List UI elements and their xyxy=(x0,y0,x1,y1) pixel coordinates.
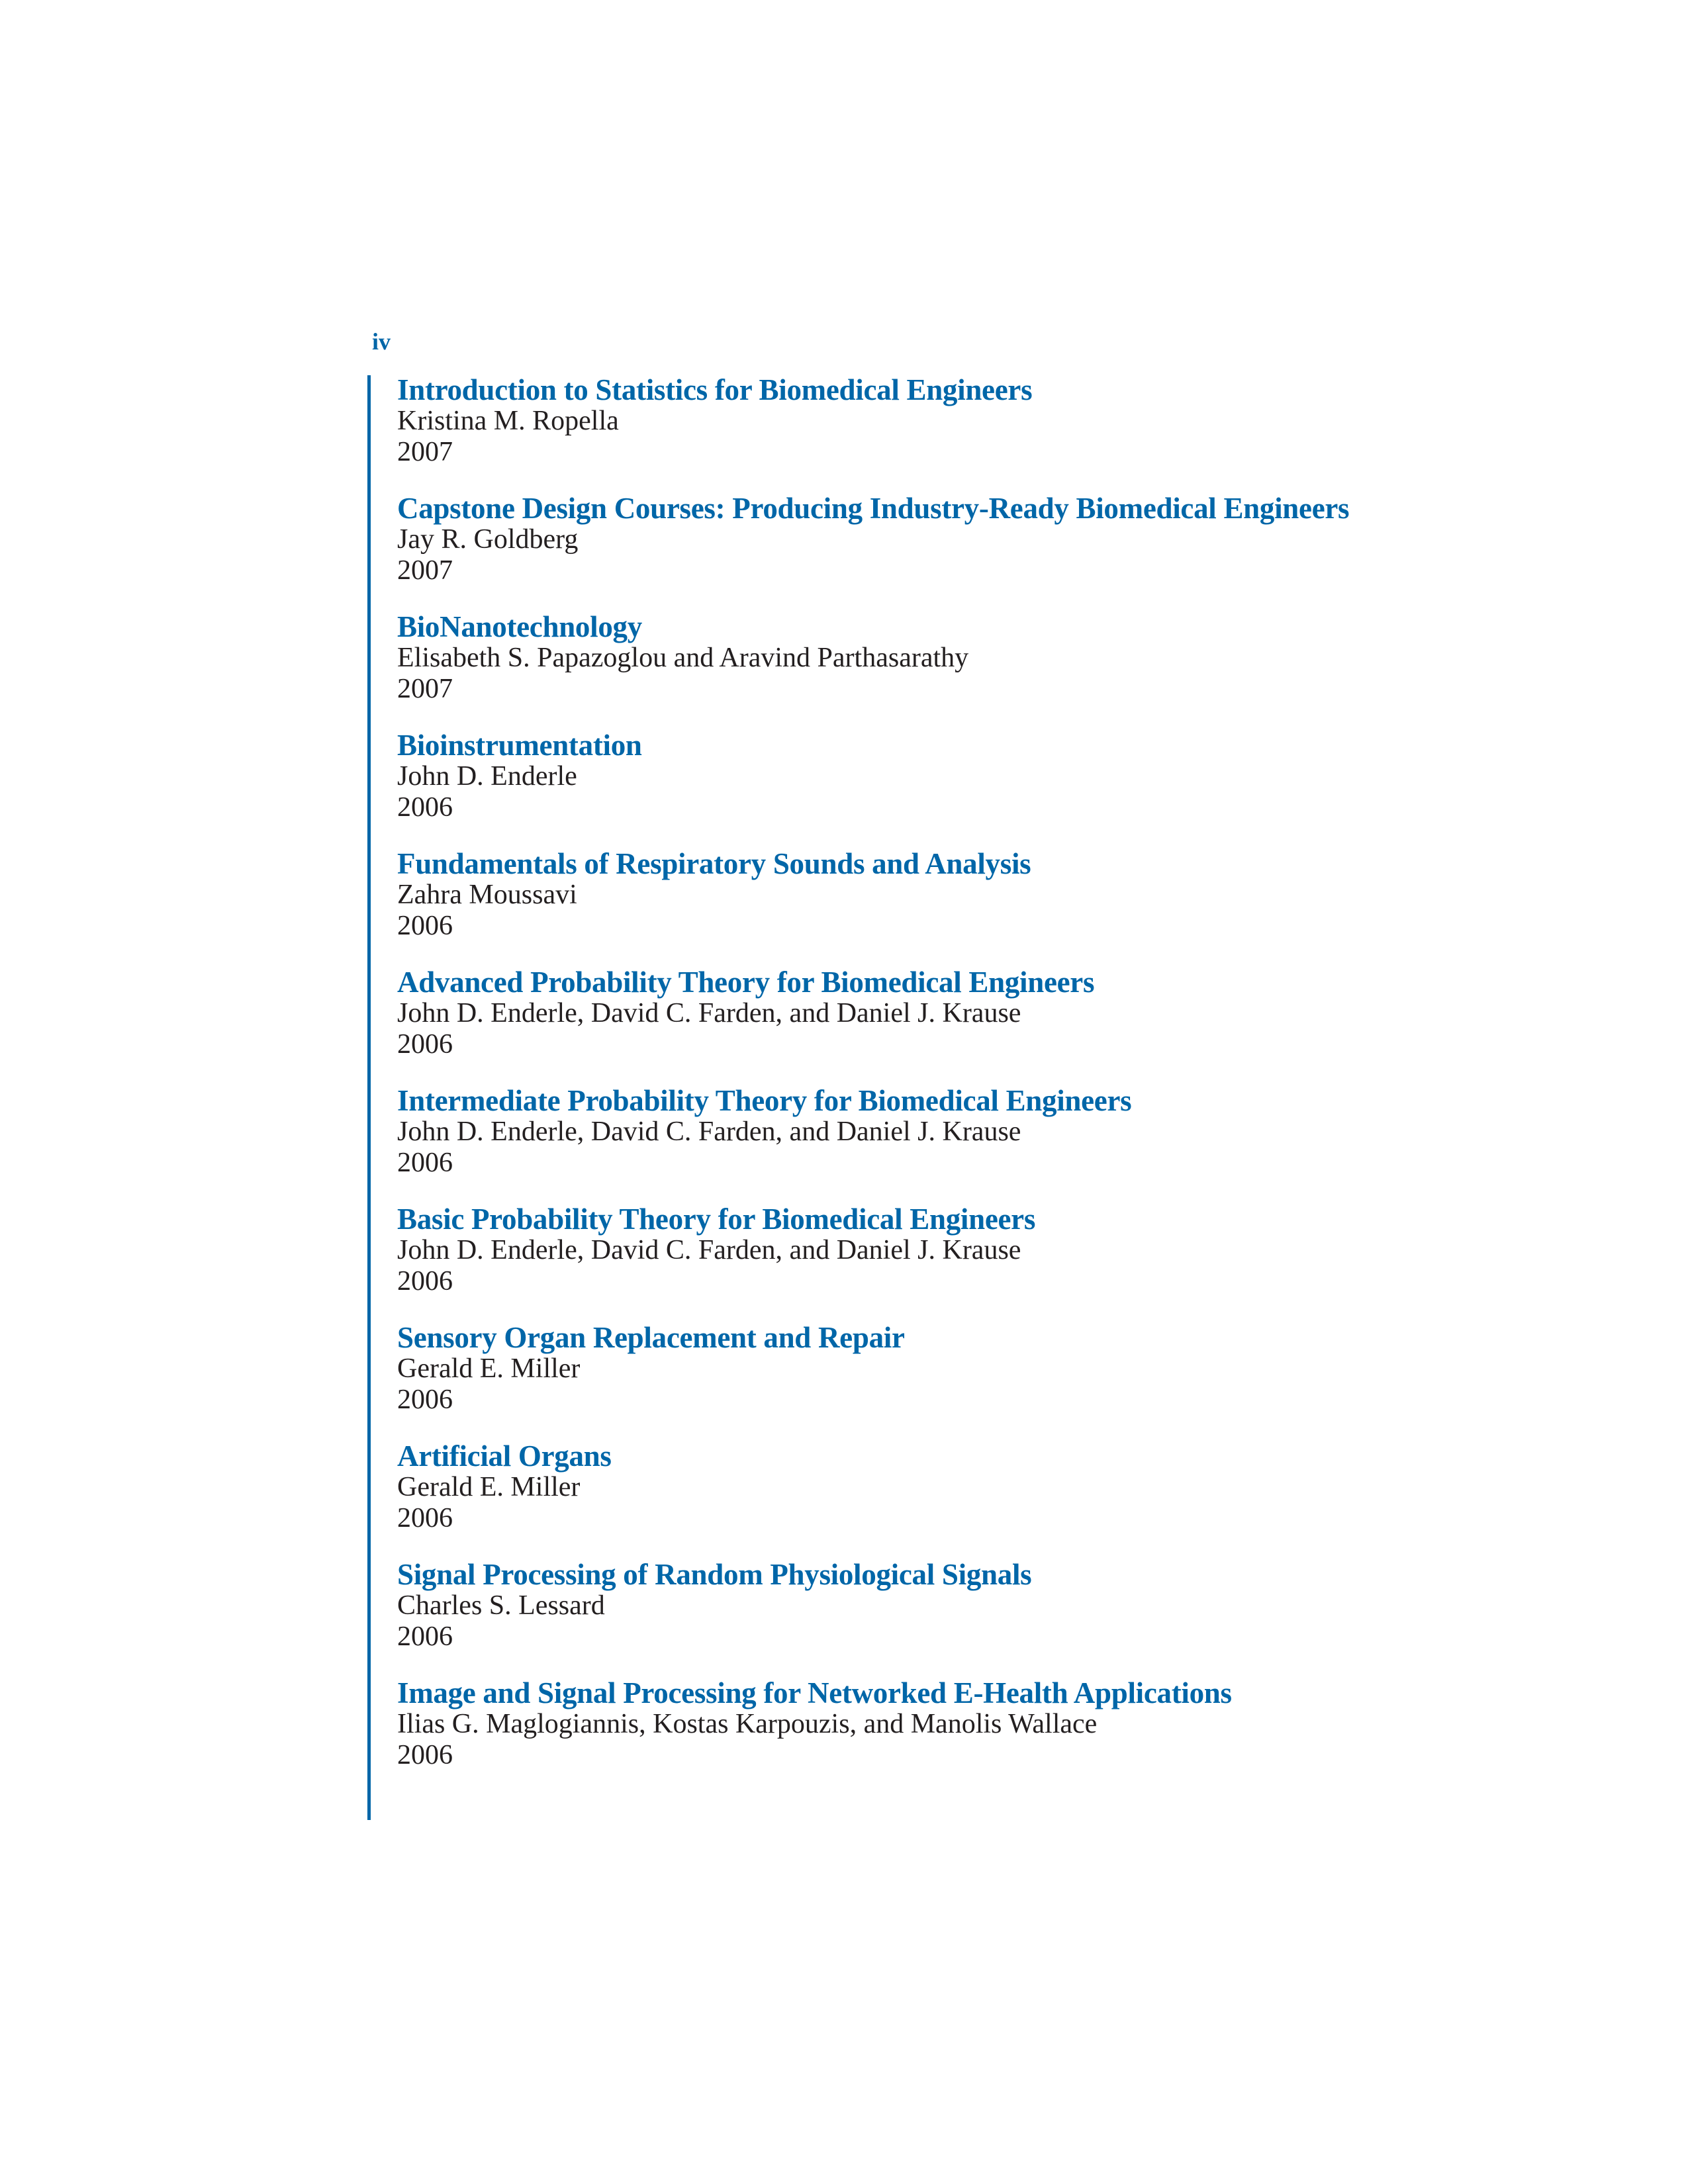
book-year: 2006 xyxy=(397,1503,453,1533)
book-entry: Image and Signal Processing for Networke… xyxy=(397,1678,1349,1796)
book-title: Image and Signal Processing for Networke… xyxy=(397,1676,1232,1709)
book-title: Intermediate Probability Theory for Biom… xyxy=(397,1084,1132,1117)
book-author: Kristina M. Ropella xyxy=(397,406,619,436)
vertical-rule xyxy=(367,375,371,1820)
book-year: 2006 xyxy=(397,1266,453,1297)
book-entry: Advanced Probability Theory for Biomedic… xyxy=(397,967,1349,1085)
book-year: 2006 xyxy=(397,1385,453,1415)
book-title: Introduction to Statistics for Biomedica… xyxy=(397,373,1033,406)
book-author: Jay R. Goldberg xyxy=(397,524,579,555)
book-entry: Fundamentals of Respiratory Sounds and A… xyxy=(397,848,1349,967)
book-year: 2007 xyxy=(397,437,453,467)
book-title: Fundamentals of Respiratory Sounds and A… xyxy=(397,847,1031,880)
book-author: Charles S. Lessard xyxy=(397,1590,605,1621)
book-list: Introduction to Statistics for Biomedica… xyxy=(397,375,1350,1796)
book-title: Advanced Probability Theory for Biomedic… xyxy=(397,966,1095,999)
book-year: 2006 xyxy=(397,792,453,823)
book-title: Artificial Organs xyxy=(397,1439,612,1473)
book-year: 2006 xyxy=(397,1029,453,1060)
book-title: Bioinstrumentation xyxy=(397,729,642,762)
book-author: Gerald E. Miller xyxy=(397,1472,581,1502)
book-entry: Intermediate Probability Theory for Biom… xyxy=(397,1085,1349,1204)
book-entry: Basic Probability Theory for Biomedical … xyxy=(397,1204,1349,1322)
book-entry: Introduction to Statistics for Biomedica… xyxy=(397,375,1349,493)
book-title: Basic Probability Theory for Biomedical … xyxy=(397,1203,1036,1236)
book-year: 2007 xyxy=(397,674,453,704)
book-author: Gerald E. Miller xyxy=(397,1353,581,1384)
book-author: John D. Enderle, David C. Farden, and Da… xyxy=(397,1116,1021,1147)
book-entry: Capstone Design Courses: Producing Indus… xyxy=(397,492,1350,612)
book-year: 2006 xyxy=(397,1621,453,1652)
book-year: 2006 xyxy=(397,911,453,941)
page-number: iv xyxy=(372,328,391,355)
book-author: John D. Enderle xyxy=(397,761,577,792)
book-author: Elisabeth S. Papazoglou and Aravind Part… xyxy=(397,643,969,673)
book-author: John D. Enderle, David C. Farden, and Da… xyxy=(397,998,1021,1028)
book-year: 2006 xyxy=(397,1740,453,1770)
book-entry: Signal Processing of Random Physiologica… xyxy=(397,1559,1349,1678)
book-year: 2007 xyxy=(397,555,453,586)
book-title: BioNanotechnology xyxy=(397,610,642,643)
book-author: Ilias G. Maglogiannis, Kostas Karpouzis,… xyxy=(397,1709,1098,1739)
book-author: Zahra Moussavi xyxy=(397,880,577,910)
book-year: 2006 xyxy=(397,1148,453,1178)
book-title: Capstone Design Courses: Producing Indus… xyxy=(397,492,1350,525)
book-title: Sensory Organ Replacement and Repair xyxy=(397,1321,905,1354)
book-author: John D. Enderle, David C. Farden, and Da… xyxy=(397,1235,1021,1265)
book-title: Signal Processing of Random Physiologica… xyxy=(397,1558,1032,1591)
